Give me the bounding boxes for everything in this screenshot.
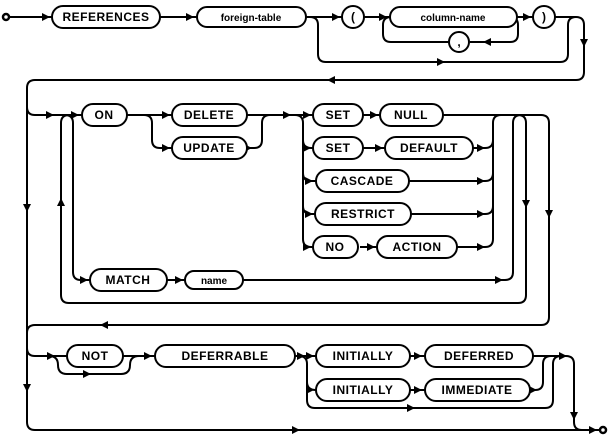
node-foreign-table-label: foreign-table	[221, 13, 282, 24]
node-cascade: CASCADE	[315, 169, 410, 193]
node-restrict: RESTRICT	[314, 202, 412, 226]
node-not: NOT	[66, 344, 124, 368]
node-set-1-label: SET	[326, 108, 351, 122]
node-open-paren: (	[341, 5, 365, 29]
start-bullet	[1, 12, 11, 22]
node-deferrable-label: DEFERRABLE	[181, 349, 268, 363]
node-restrict-label: RESTRICT	[331, 207, 395, 221]
node-deferred: DEFERRED	[424, 344, 534, 368]
node-delete: DELETE	[171, 103, 248, 127]
node-deferrable: DEFERRABLE	[154, 344, 296, 368]
node-cascade-label: CASCADE	[331, 174, 394, 188]
node-set-2: SET	[312, 136, 364, 160]
node-set-2-label: SET	[326, 141, 351, 155]
node-on-label: ON	[95, 108, 114, 122]
node-immediate: IMMEDIATE	[424, 378, 531, 402]
node-null-label: NULL	[394, 108, 428, 122]
arrowheads	[23, 13, 597, 434]
node-column-name-label: column-name	[420, 13, 485, 24]
node-default-label: DEFAULT	[400, 141, 458, 155]
node-initially-2-label: INITIALLY	[333, 383, 394, 397]
node-name: name	[184, 270, 244, 290]
node-on: ON	[81, 103, 128, 127]
node-initially-1: INITIALLY	[315, 344, 411, 368]
node-immediate-label: IMMEDIATE	[442, 383, 513, 397]
node-match: MATCH	[89, 268, 168, 292]
node-set-1: SET	[312, 103, 364, 127]
node-references: REFERENCES	[51, 5, 161, 29]
node-not-label: NOT	[82, 349, 109, 363]
node-update-label: UPDATE	[183, 141, 234, 155]
comma-label: ,	[457, 35, 460, 49]
node-match-label: MATCH	[106, 273, 151, 287]
node-delete-label: DELETE	[184, 108, 234, 122]
node-deferred-label: DEFERRED	[444, 349, 514, 363]
node-close-paren: )	[532, 5, 556, 29]
node-null: NULL	[379, 103, 444, 127]
node-default: DEFAULT	[384, 136, 474, 160]
node-action-label: ACTION	[393, 240, 442, 254]
connectors	[10, 16, 599, 431]
node-action: ACTION	[376, 235, 458, 259]
end-bullet	[598, 425, 608, 435]
node-column-name: column-name	[389, 6, 518, 28]
node-no-label: NO	[326, 240, 345, 254]
node-initially-1-label: INITIALLY	[333, 349, 394, 363]
node-references-label: REFERENCES	[62, 10, 149, 24]
open-paren-label: (	[351, 10, 355, 24]
node-name-label: name	[201, 276, 228, 287]
node-initially-2: INITIALLY	[315, 378, 411, 402]
node-foreign-table: foreign-table	[196, 6, 307, 28]
node-comma: ,	[448, 31, 470, 53]
node-update: UPDATE	[171, 136, 248, 160]
node-no: NO	[312, 235, 359, 259]
close-paren-label: )	[542, 10, 546, 24]
